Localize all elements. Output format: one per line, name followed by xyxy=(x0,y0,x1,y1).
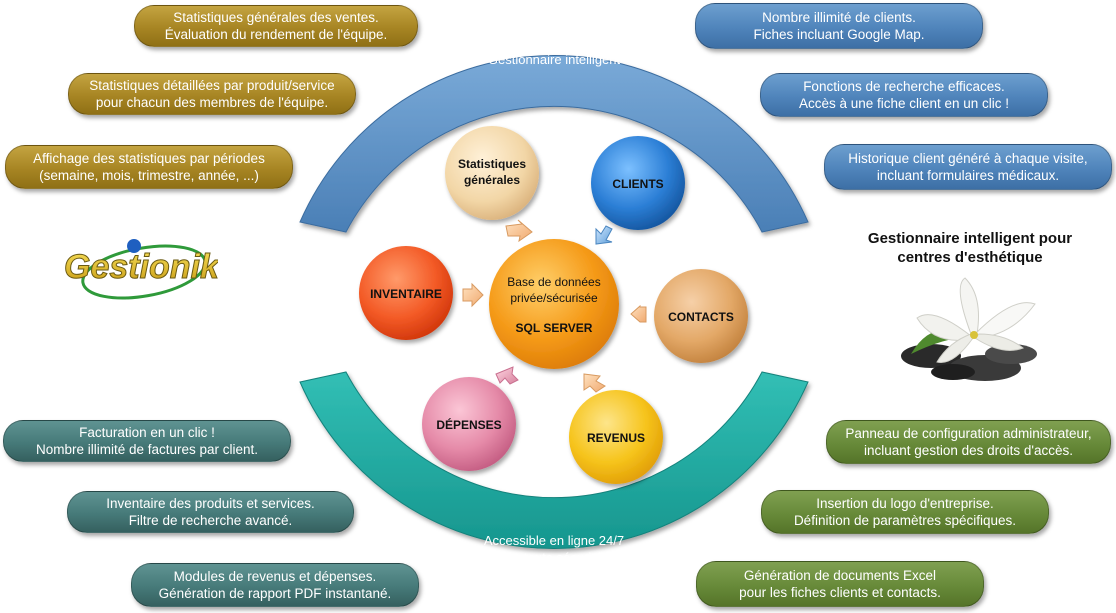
petal-1 xyxy=(959,277,979,335)
node-depenses-label: DÉPENSES xyxy=(436,417,501,432)
node-contacts-label: CONTACTS xyxy=(668,310,734,324)
node-revenus-label: REVENUS xyxy=(587,431,645,445)
feature-search: Fonctions de recherche efficaces. Accès … xyxy=(760,73,1048,117)
center-label-line3: SQL SERVER xyxy=(516,321,593,335)
arrow-inventaire-to-center xyxy=(462,282,484,308)
node-inventaire-label: INVENTAIRE xyxy=(370,287,442,301)
bottom-ring-label-2: en toute sécurité xyxy=(506,550,602,565)
node-revenus-circle[interactable] xyxy=(569,390,663,484)
logo-dot xyxy=(127,239,141,253)
feature-admin-panel: Panneau de configuration administrateur,… xyxy=(826,420,1111,464)
petal-5 xyxy=(936,333,974,363)
flower-center xyxy=(970,331,978,339)
bottom-ring-label-1: Accessible en ligne 24/7 xyxy=(484,533,624,548)
node-stats-label-2: générales xyxy=(464,173,520,187)
feature-logo: Insertion du logo d'entreprise. Définiti… xyxy=(761,490,1049,534)
feature-unlimited-clients: Nombre illimité de clients. Fiches inclu… xyxy=(695,3,983,49)
node-contacts-circle[interactable] xyxy=(654,269,748,363)
feature-billing: Facturation en un clic ! Nombre illimité… xyxy=(3,420,291,462)
feature-period-stats: Affichage des statistiques par périodes … xyxy=(5,145,293,189)
arrow-contacts-to-center xyxy=(630,304,647,323)
node-stats-circle[interactable] xyxy=(445,126,539,220)
center-label-line2: privée/sécurisée xyxy=(510,291,598,305)
feature-history: Historique client généré à chaque visite… xyxy=(824,144,1112,190)
feature-inventory: Inventaire des produits et services. Fil… xyxy=(67,491,354,533)
node-stats-label-1: Statistiques xyxy=(458,157,526,171)
headline: Gestionnaire intelligent pour centres d'… xyxy=(867,230,1073,266)
petal-2 xyxy=(974,302,1036,339)
center-database-circle xyxy=(489,239,619,369)
arrow-clients-to-center xyxy=(595,225,613,245)
arrow-stats-to-center xyxy=(505,219,533,243)
logo-text: Gestionik xyxy=(64,248,218,286)
node-clients-circle[interactable] xyxy=(591,136,685,230)
center-label-line1: Base de données xyxy=(507,275,600,289)
bottom-ring-arc xyxy=(299,371,809,549)
feature-revenue-modules: Modules de revenus et dépenses. Générati… xyxy=(131,563,419,607)
node-clients-label: CLIENTS xyxy=(612,177,663,191)
petal-4 xyxy=(974,333,1024,351)
node-inventaire-circle[interactable] xyxy=(359,246,453,340)
top-ring-label: Gestionnaire intelligent xyxy=(488,52,621,67)
stone-4 xyxy=(931,364,975,380)
lily-stones-image xyxy=(901,277,1037,381)
top-ring-arc xyxy=(299,55,809,233)
node-depenses-circle[interactable] xyxy=(422,377,516,471)
feature-sales-stats: Statistiques générales des ventes. Évalu… xyxy=(134,5,418,47)
gestionik-logo: Gestionik xyxy=(64,239,218,300)
feature-excel: Génération de documents Excel pour les f… xyxy=(696,561,984,607)
feature-detailed-stats: Statistiques détaillées par produit/serv… xyxy=(68,73,356,115)
arrow-revenus-to-center xyxy=(583,373,606,393)
petal-3 xyxy=(916,314,972,342)
arrow-depenses-to-center xyxy=(495,366,519,385)
